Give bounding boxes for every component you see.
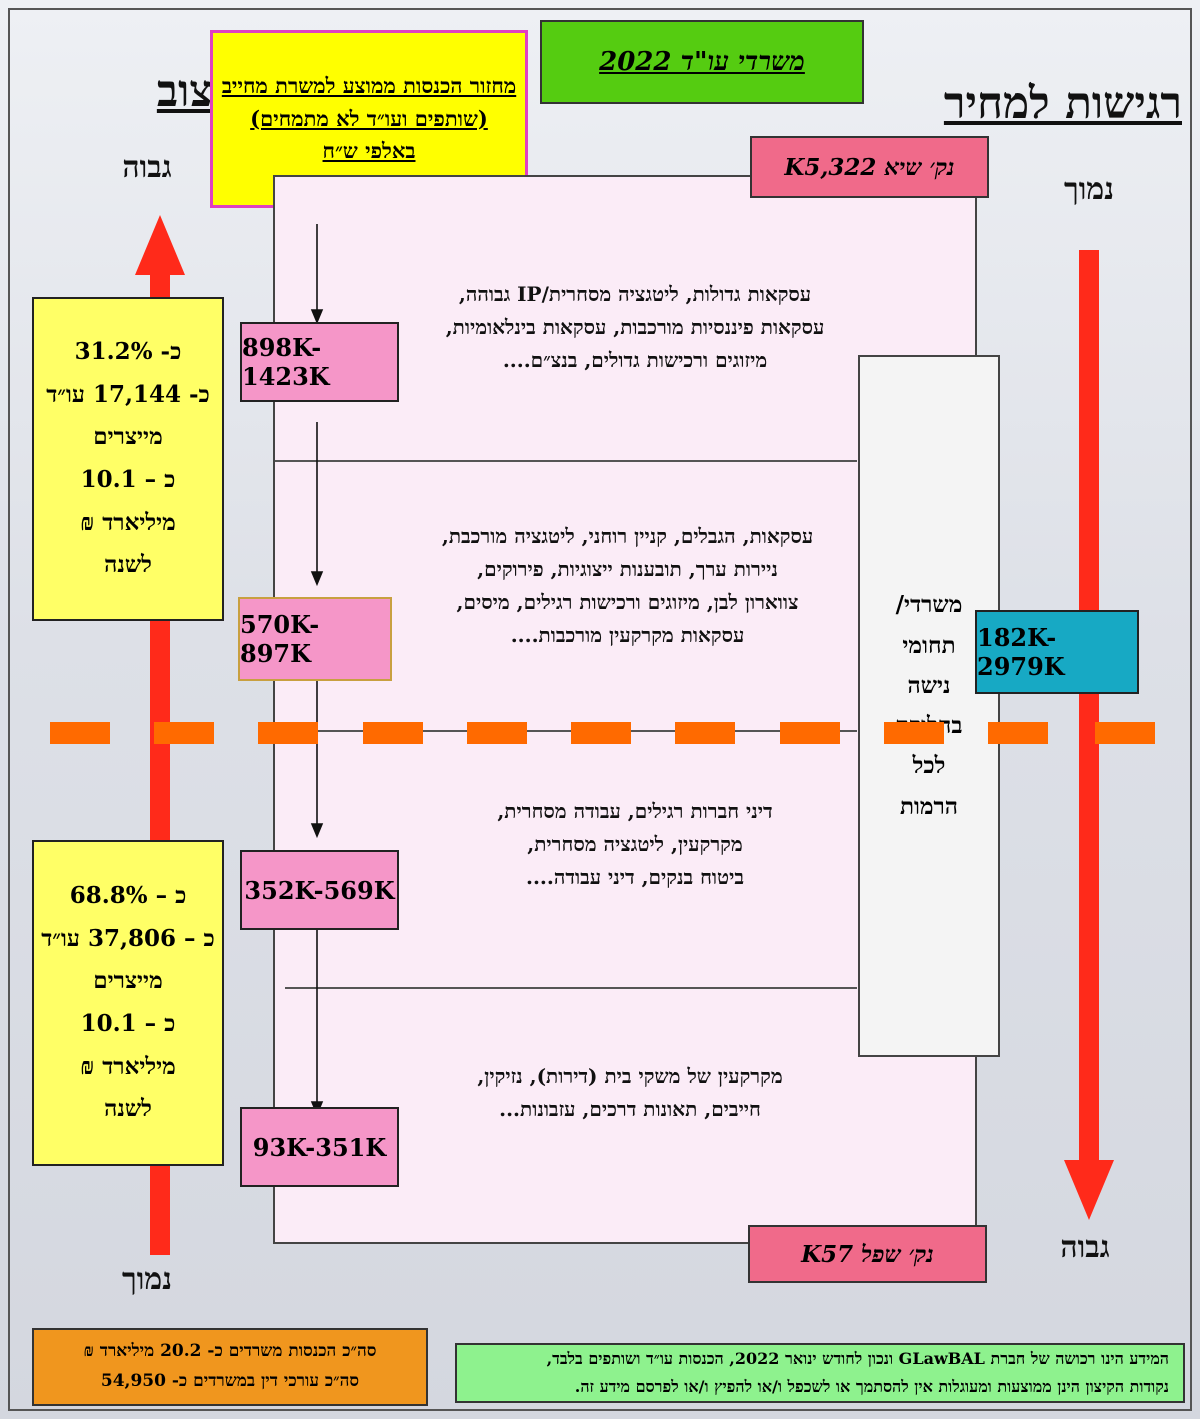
header-revenue-line-1: מחזור הכנסות ממוצע למשרת מחייב (221, 73, 517, 99)
lower-stat-line: לשנה (104, 1095, 152, 1123)
lower-stat-line: מייצרים (93, 967, 163, 995)
right-title: רגישות למחיר (943, 78, 1182, 129)
niche-line: משרדי/ (895, 591, 963, 619)
niche-line: תחומי (902, 631, 956, 659)
lower-stat-line: מיליארד ₪ (80, 1052, 176, 1080)
lower-stat-line: כ – 10.1 (80, 1010, 176, 1037)
tier-1-line: מיזוגים ורכישות גדולים, בנצ״ם.... (502, 348, 768, 372)
totals-line: סה״כ הכנסות משרדים כ- 20.2 מיליארד ₪ (83, 1341, 377, 1362)
slide-frame (8, 8, 1192, 1411)
disclaimer-box: המידע הינו רכושה של חברת GLawBAL ונכון ל… (455, 1343, 1185, 1403)
right-down-arrow (1064, 250, 1114, 1220)
tier-divider-1 (275, 460, 857, 462)
right-axis-bottom-label: גבוה (1060, 1230, 1110, 1265)
left-axis-bottom-label: נמוך (122, 1262, 172, 1297)
tier-1-line: עסקאות פיננסיות מורכבות, עסקאות בינלאומי… (445, 315, 825, 339)
tier-4-line: חייבים, תאונות דרכים, עזבונות... (499, 1097, 761, 1121)
lower-stats-box: כ – 68.8% כ – 37,806 עו״ד מייצרים כ – 10… (32, 840, 224, 1166)
left-axis-top-label: גבוה (122, 150, 172, 185)
tier-3-line: דיני חברות רגילים, עבודה מסחרית, (497, 799, 773, 823)
tier-3-description: דיני חברות רגילים, עבודה מסחרית, מקרקעין… (430, 795, 840, 894)
low-point-label: נק׳ שפל K57 (748, 1225, 987, 1283)
header-revenue-line-3: באלפי ש״ח (322, 138, 416, 164)
niche-line: נישה (907, 671, 951, 699)
right-axis-top-label: נמוך (1064, 172, 1114, 207)
tier-divider-3 (285, 987, 857, 989)
upper-stat-line: מייצרים (93, 423, 163, 451)
tier-3-line: מקרקעין, ליטגציה מסחרית, (527, 832, 743, 856)
tier-2-line: צווארון לבן, מיזוגים ורכישות רגילים, מיס… (456, 590, 799, 614)
niche-range-box: 182K-2979K (975, 610, 1139, 694)
upper-stat-line: לשנה (104, 551, 152, 579)
niche-fields-box: משרדי/ תחומי נישה בחלוקה לכל הרמות (858, 355, 1000, 1057)
niche-line: הרמות (899, 792, 959, 820)
upper-stat-line: מיליארד ₪ (80, 508, 176, 536)
header-revenue-line-2: (שותפים ועו״ד לא מתמחים) (250, 105, 488, 131)
tier-2-line: ניירות ערך, תובענות ייצוגיות, פירוקים, (477, 557, 778, 581)
niche-line: לכל (912, 752, 946, 780)
disclaimer-line: נקודות הקיצון הינן ממוצעות ומעוגלות אין … (574, 1377, 1169, 1396)
upper-stat-line: כ- 31.2% (74, 338, 182, 366)
tier-4-description: מקרקעין של משקי בית (דירות), נזיקין, חיי… (410, 1060, 850, 1126)
header-revenue-box: מחזור הכנסות ממוצע למשרת מחייב (שותפים ו… (210, 30, 528, 208)
totals-line: סה״כ עורכי דין במשרדים כ- 54,950 (100, 1371, 360, 1391)
tier-2-range-box: 570K-897K (238, 597, 392, 681)
tier-2-line: עסקאות, הגבלים, קניין רוחני, ליטגציה מור… (441, 524, 814, 548)
tier-1-range-box: 898K-1423K (240, 322, 399, 402)
header-year-box: משרדי עו"ד 2022 (540, 20, 864, 104)
tier-4-range-box: 93K-351K (240, 1107, 399, 1187)
upper-stat-line: כ – 10.1 (80, 466, 176, 493)
tier-1-line: עסקאות גדולות, ליטגציה מסחרית/IP גבוהה, (458, 282, 812, 306)
tier-1-description: עסקאות גדולות, ליטגציה מסחרית/IP גבוהה, … (400, 278, 870, 377)
disclaimer-line: המידע הינו רכושה של חברת GLawBAL ונכון ל… (546, 1349, 1169, 1368)
tier-4-line: מקרקעין של משקי בית (דירות), נזיקין, (477, 1064, 783, 1088)
tier-3-line: ביטוח בנקים, דיני עבודה.... (526, 865, 744, 889)
tier-2-line: עסקאות מקרקעין מורכבות.... (510, 623, 745, 647)
tier-2-description: עסקאות, הגבלים, קניין רוחני, ליטגציה מור… (400, 520, 855, 652)
totals-box: סה״כ הכנסות משרדים כ- 20.2 מיליארד ₪ סה״… (32, 1328, 428, 1406)
upper-stat-line: כ- 17,144 עו״ד (46, 380, 210, 408)
peak-point-label: נק׳ שיא K5,322 (750, 136, 989, 198)
upper-stats-box: כ- 31.2% כ- 17,144 עו״ד מייצרים כ – 10.1… (32, 297, 224, 621)
lower-stat-line: כ – 37,806 עו״ד (41, 924, 215, 952)
median-dashed-line (50, 722, 1160, 744)
lower-stat-line: כ – 68.8% (69, 882, 187, 910)
tier-divider-2 (275, 730, 857, 732)
tier-3-range-box: 352K-569K (240, 850, 399, 930)
